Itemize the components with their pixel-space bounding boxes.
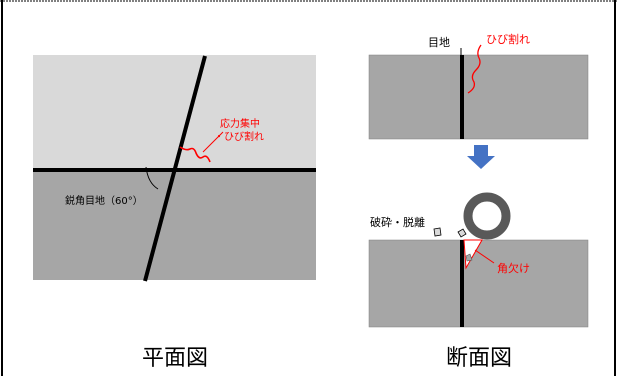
crack-label-line2: ・ひび割れ: [214, 130, 264, 143]
crack-label-line1: 応力集中: [220, 117, 260, 130]
fragment-1: [433, 227, 442, 237]
spalling-label: 角欠け: [497, 261, 530, 275]
section-view: 目地 ひび割れ 破砕・脱離 角欠け: [368, 32, 589, 328]
crack-leader: [202, 131, 224, 153]
joint-label: 目地: [428, 36, 450, 49]
upper-slab: [33, 55, 316, 170]
lower-slab: [33, 170, 316, 280]
plan-crack: [179, 146, 211, 163]
skewed-joint: [143, 55, 207, 282]
fragment-2: [457, 228, 467, 238]
angle-arc: [145, 166, 159, 190]
section-view-caption: 断面図: [446, 346, 513, 371]
section-crack: [467, 44, 482, 94]
upper-section-slab: [368, 54, 589, 140]
angle-label: 鋭角目地（60°）: [65, 194, 143, 207]
fragment-in-notch: [465, 253, 473, 262]
down-arrow-icon: [467, 145, 495, 169]
plan-view: 応力集中 ・ひび割れ 鋭角目地（60°）: [33, 55, 316, 282]
fragment-label: 破砕・脱離: [370, 215, 425, 229]
plan-view-caption: 平面図: [142, 346, 209, 371]
spalling-leader: [474, 249, 495, 264]
lower-section-slab: [368, 239, 589, 328]
section-crack-label: ひび割れ: [486, 32, 530, 46]
wheel-icon: [463, 192, 511, 240]
